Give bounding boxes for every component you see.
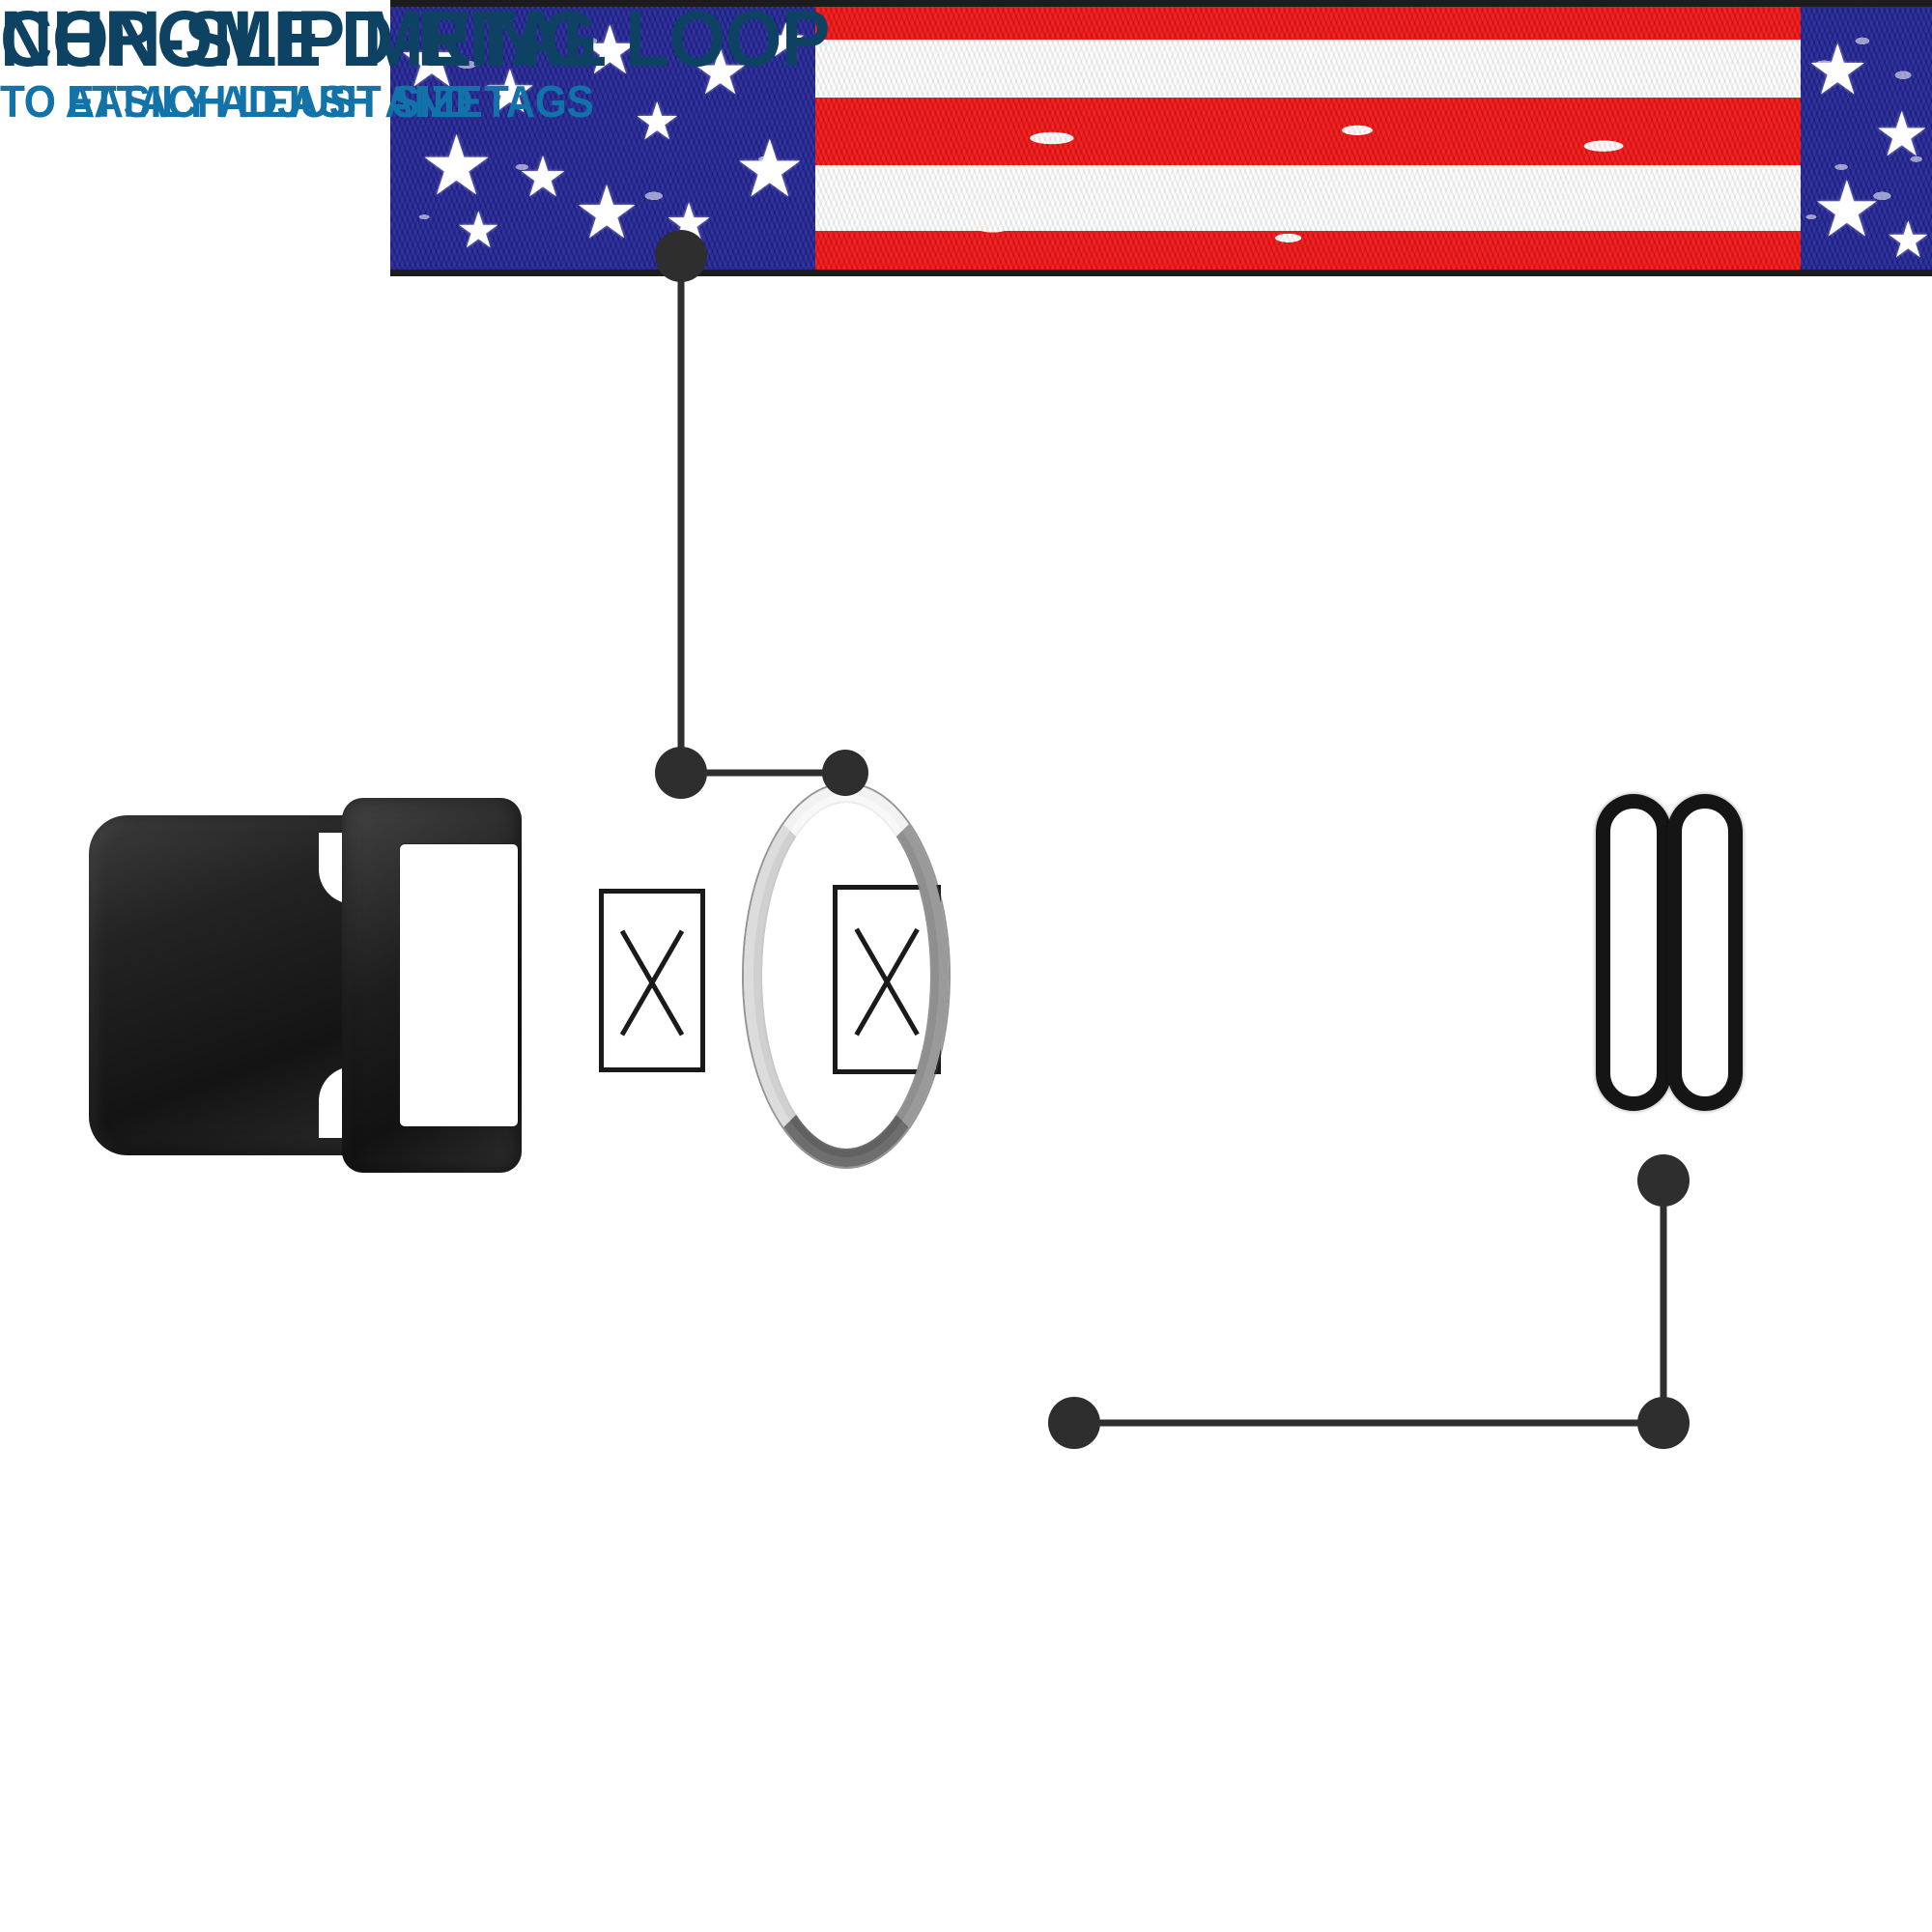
d-ring-inner-band (753, 794, 939, 1157)
slider-bar-right (1667, 794, 1743, 1111)
slider-webbing-fold (1607, 810, 1660, 1095)
callout-subtitle-non-slip-metal-loop: TO EASILY ADJUST SIZE (0, 76, 483, 127)
chrome-d-ring[interactable] (744, 784, 949, 1167)
strap-panel-stars-right: ★ ★ ★ ★ (1801, 0, 1932, 276)
keeper-box-x-stitch-left (599, 889, 705, 1072)
webbing-weave-texture (1801, 7, 1932, 270)
callout-subtitle-chrome-d-ring: TO ATTACH LEASH AND TAGS (0, 76, 594, 127)
callout-title-chrome-d-ring: CHROME D-RING (0, 0, 598, 83)
side-release-buckle[interactable] (89, 790, 522, 1177)
callout-chrome-d-ring: CHROME D-RING TO ATTACH LEASH AND TAGS (0, 0, 649, 124)
buckle-webbing-slot (400, 844, 518, 1126)
callout-non-slip-metal-loop: NON-SLIP METAL LOOP TO EASILY ADJUST SIZ… (0, 0, 902, 124)
non-slip-metal-loop[interactable] (1596, 794, 1754, 1111)
strap-panel-stripes (815, 0, 1801, 276)
callout-title-non-slip-metal-loop: NON-SLIP METAL LOOP (0, 0, 830, 83)
